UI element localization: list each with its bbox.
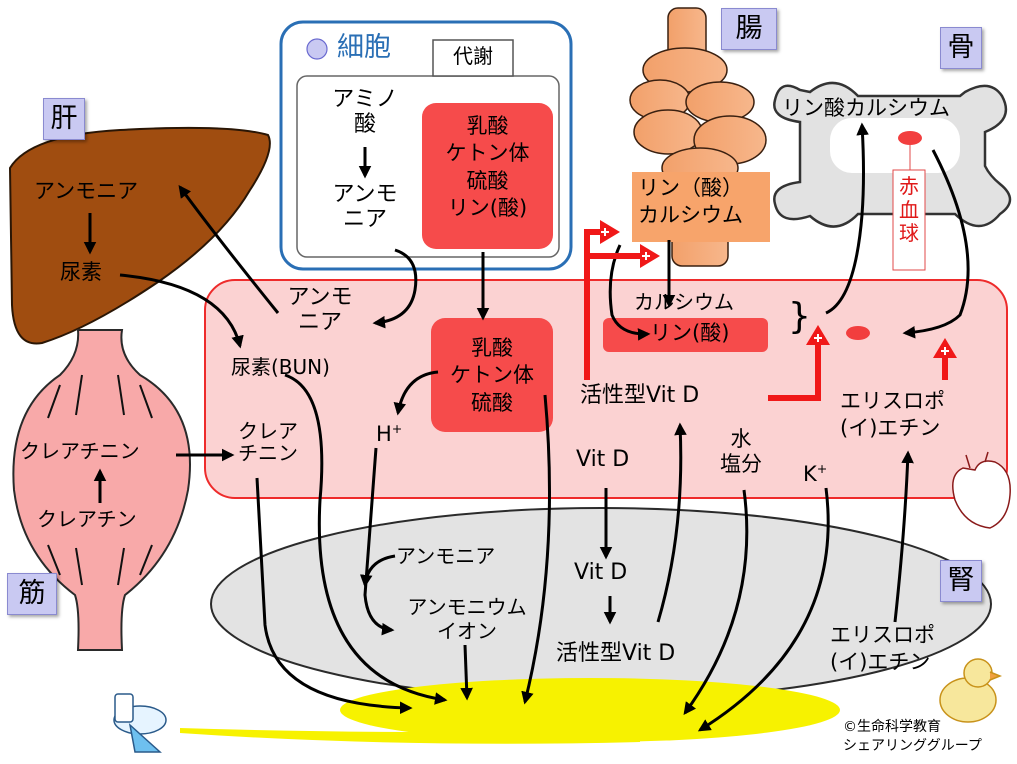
blood-calcium: カルシウム: [634, 290, 734, 314]
cell-title: 細胞: [337, 32, 391, 63]
muscle-creatine: クレアチン: [37, 507, 137, 531]
blood-brace: }: [788, 296, 811, 337]
chick-icon: [939, 658, 1003, 723]
muscle-tag: 筋: [7, 573, 57, 615]
arrow-urea-to-bun: [119, 273, 244, 349]
cell-ammonia: アンモニア: [332, 182, 398, 232]
blood-epo: エリスロポ(イ)エチン: [840, 389, 945, 441]
metabolism-label-box: [432, 39, 514, 77]
bone-tag: 骨: [940, 27, 982, 69]
intestine-absorbed: リン（酸）カルシウム: [638, 176, 743, 228]
calcium-phosphate-box: [603, 318, 768, 352]
red-line-vitd-bone: [768, 340, 821, 401]
arrow-kidney-ammonia-to-ammonium: [359, 554, 396, 588]
liver-shape: [8, 126, 271, 345]
blood-water-salt: 水塩分: [720, 427, 762, 477]
arrow-active-vitd-to-blood: [656, 422, 687, 623]
cell-amino-acid: アミノ酸: [332, 87, 398, 137]
kidney-epo: エリスロポ(イ)エチン: [830, 623, 935, 675]
cell-icon: [306, 38, 328, 60]
arrow-blood-to-bone: [825, 122, 869, 315]
intestine-tag: 腸: [721, 8, 777, 50]
arrow-kidney-epo-to-blood: [893, 450, 914, 623]
arrow-bone-to-blood: [902, 149, 970, 339]
kidney-tag: 腎: [940, 560, 982, 602]
arrow-bun-to-urine: [284, 373, 448, 705]
blood-ammonia: アンモニア: [287, 285, 353, 335]
kidney-vitd: Vit D: [574, 560, 628, 585]
blood-active-vitd: 活性型Vit D: [580, 383, 700, 408]
intestine-label-box: [632, 172, 770, 242]
arrow-water-salt-to-urine: [683, 489, 749, 716]
kidney-ammonia: アンモニア: [396, 544, 496, 568]
kidney-ammonium: アンモニウムイオン: [407, 595, 527, 643]
arrow-acids-to-h: [393, 370, 439, 416]
muscle-creatinine: クレアチニン: [20, 439, 140, 463]
blood-creatinine: クレアチニン: [238, 419, 298, 466]
blood-vitd: Vit D: [576, 447, 630, 472]
blood-phosphate: リン(酸): [650, 321, 730, 345]
blood-acids-box: [431, 318, 553, 432]
toilet-icon: [113, 693, 167, 753]
plus-icons: [601, 228, 949, 355]
bone-mineral: リン酸カルシウム: [782, 96, 950, 120]
cell-acids-box: [422, 103, 553, 249]
urine-stream: [180, 728, 640, 744]
kidney-active-vitd: 活性型Vit D: [556, 641, 676, 666]
arrow-h-to-ammonium: [363, 447, 395, 636]
rbc-in-bone: [898, 131, 922, 145]
arrow-ammonium-to-urine: [460, 644, 473, 701]
liver-urea: 尿素: [60, 260, 102, 284]
credit: ©生命科学教育シェアリンググループ: [843, 719, 982, 754]
muscle-lines: [47, 374, 153, 586]
blood-hydrogen: H+: [376, 421, 403, 446]
liver-ammonia: アンモニア: [34, 179, 139, 203]
red-arrows: [584, 229, 948, 401]
liver-tag: 肝: [43, 98, 85, 140]
cell-acids: 乳酸ケトン体硫酸リン(酸): [445, 114, 530, 220]
blood-bun: 尿素(BUN): [231, 355, 330, 379]
arrow-cell-phosphate-to-blood: [608, 244, 651, 341]
flow-arrows: [83, 122, 970, 732]
rbc-label-box: [892, 169, 926, 271]
arrow-creatinine-to-urine: [255, 477, 413, 715]
rbc-in-blood: [846, 326, 870, 340]
bone-rbc-label: 赤血球: [899, 174, 919, 246]
arrow-acids-to-urine: [521, 394, 551, 705]
blood-acids: 乳酸ケトン体硫酸: [450, 336, 534, 415]
arrow-blood-ammonia-to-liver: [178, 184, 280, 314]
arrow-k-to-urine: [697, 487, 830, 732]
metabolism-label: 代謝: [453, 44, 493, 68]
heart-icon: [952, 451, 1011, 529]
blood-potassium: K+: [803, 461, 828, 486]
arrow-cell-ammonia-out: [372, 248, 418, 329]
